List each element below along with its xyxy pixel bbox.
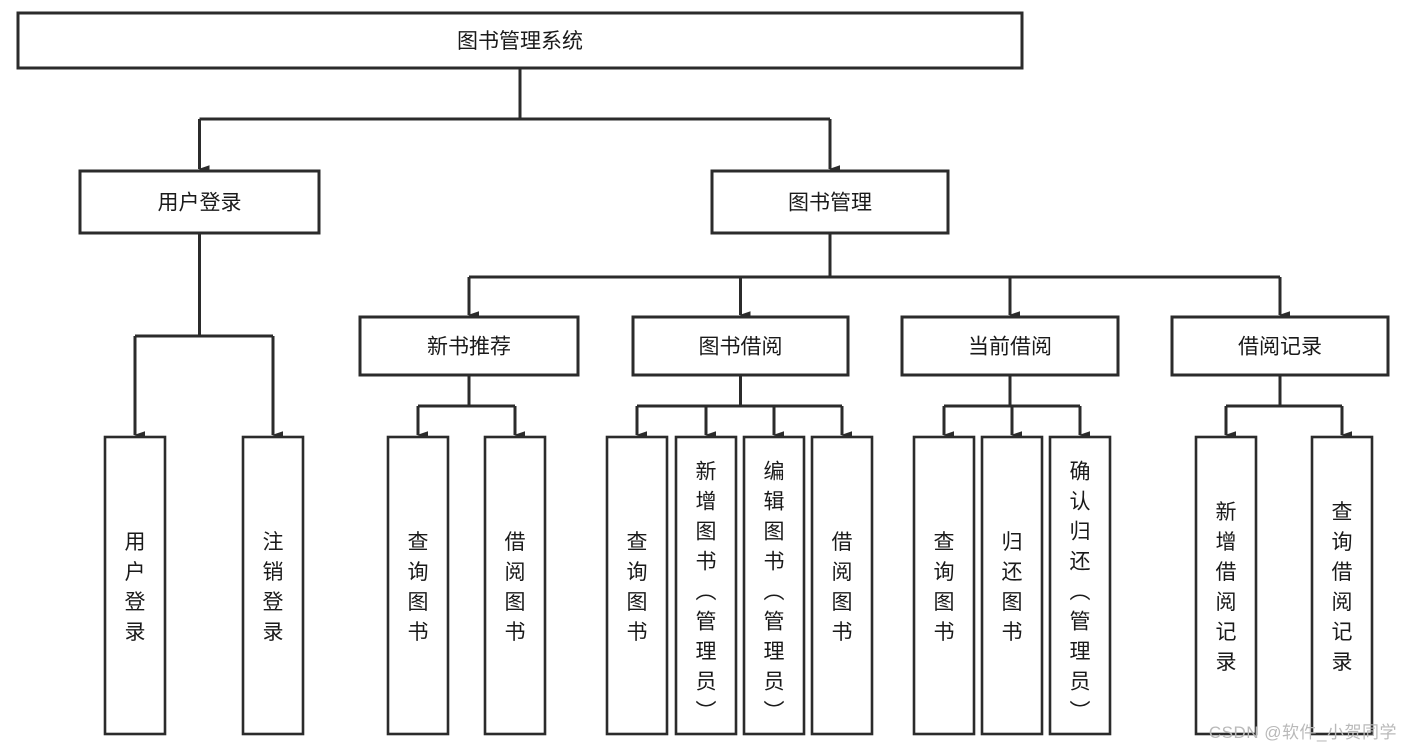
node-user-logout-rect	[241, 435, 305, 736]
node-current-borrow-rect	[900, 315, 1120, 377]
node-user-login-do[interactable]: 用户登录	[103, 435, 167, 736]
node-edit-book-admin-label: 编辑图书︵管理员︶	[764, 460, 785, 723]
node-book-management[interactable]: 图书管理	[710, 169, 950, 235]
node-confirm-return-admin-label: 确认归还︵管理员︶	[1070, 460, 1091, 723]
node-borrow-book-2[interactable]: 借阅图书	[810, 435, 874, 736]
node-query-book-3[interactable]: 查询图书	[912, 435, 976, 736]
node-user-logout[interactable]: 注销登录	[241, 435, 305, 736]
node-user-login-do-rect	[103, 435, 167, 736]
node-borrow-record-label: 借阅记录	[1238, 336, 1322, 359]
node-borrow-record[interactable]: 借阅记录	[1170, 315, 1390, 377]
node-user-login[interactable]: 用户登录	[78, 169, 321, 235]
node-new-book-recommend[interactable]: 新书推荐	[358, 315, 580, 377]
connectors-layer	[133, 68, 1352, 439]
node-borrow-book-1-label: 借阅图书	[505, 531, 526, 644]
node-current-borrow[interactable]: 当前借阅	[900, 315, 1120, 377]
node-book-management-rect	[710, 169, 950, 235]
node-add-book-admin[interactable]: 新增图书︵管理员︶	[674, 435, 738, 736]
node-book-borrow[interactable]: 图书借阅	[631, 315, 850, 377]
node-borrow-record-rect	[1170, 315, 1390, 377]
node-confirm-return-admin-rect	[1048, 435, 1112, 736]
node-add-borrow-record-rect	[1194, 435, 1258, 736]
node-user-login-do-label: 用户登录	[125, 531, 146, 644]
node-user-logout-label: 注销登录	[263, 531, 284, 644]
node-query-book-2[interactable]: 查询图书	[605, 435, 669, 736]
node-new-book-recommend-rect	[358, 315, 580, 377]
node-user-login-rect	[78, 169, 321, 235]
node-confirm-return-admin[interactable]: 确认归还︵管理员︶	[1048, 435, 1112, 736]
node-query-book-2-rect	[605, 435, 669, 736]
node-return-book-rect	[980, 435, 1044, 736]
node-book-borrow-label: 图书借阅	[699, 336, 783, 359]
node-root-book-management-system[interactable]: 图书管理系统	[16, 11, 1024, 70]
node-query-book-3-label: 查询图书	[934, 531, 955, 644]
node-query-book-1-rect	[386, 435, 450, 736]
node-user-login-label: 用户登录	[158, 192, 242, 215]
node-borrow-book-2-label: 借阅图书	[832, 531, 853, 644]
node-add-book-admin-label: 新增图书︵管理员︶	[696, 460, 717, 723]
node-root-book-management-system-label: 图书管理系统	[457, 30, 583, 53]
node-book-borrow-rect	[631, 315, 850, 377]
node-query-borrow-record-label: 查询借阅记录	[1332, 501, 1353, 674]
node-current-borrow-label: 当前借阅	[968, 336, 1052, 359]
node-root-book-management-system-rect	[16, 11, 1024, 70]
node-edit-book-admin[interactable]: 编辑图书︵管理员︶	[742, 435, 806, 736]
csdn-watermark: CSDN @软件_小贺同学	[1208, 723, 1397, 742]
node-add-borrow-record[interactable]: 新增借阅记录	[1194, 435, 1258, 736]
node-edit-book-admin-rect	[742, 435, 806, 736]
node-query-book-1[interactable]: 查询图书	[386, 435, 450, 736]
node-borrow-book-1-rect	[483, 435, 547, 736]
node-borrow-book-1[interactable]: 借阅图书	[483, 435, 547, 736]
node-query-book-1-label: 查询图书	[408, 531, 429, 644]
node-return-book-label: 归还图书	[1002, 531, 1023, 644]
node-add-book-admin-rect	[674, 435, 738, 736]
node-query-borrow-record[interactable]: 查询借阅记录	[1310, 435, 1374, 736]
node-add-borrow-record-label: 新增借阅记录	[1216, 501, 1237, 674]
node-new-book-recommend-label: 新书推荐	[427, 336, 511, 359]
node-return-book[interactable]: 归还图书	[980, 435, 1044, 736]
node-query-book-3-rect	[912, 435, 976, 736]
node-query-borrow-record-rect	[1310, 435, 1374, 736]
node-borrow-book-2-rect	[810, 435, 874, 736]
node-query-book-2-label: 查询图书	[627, 531, 648, 644]
node-book-management-label: 图书管理	[788, 192, 872, 215]
nodes-layer: 图书管理系统用户登录图书管理用户登录注销登录新书推荐查询图书借阅图书图书借阅查询…	[16, 11, 1390, 736]
